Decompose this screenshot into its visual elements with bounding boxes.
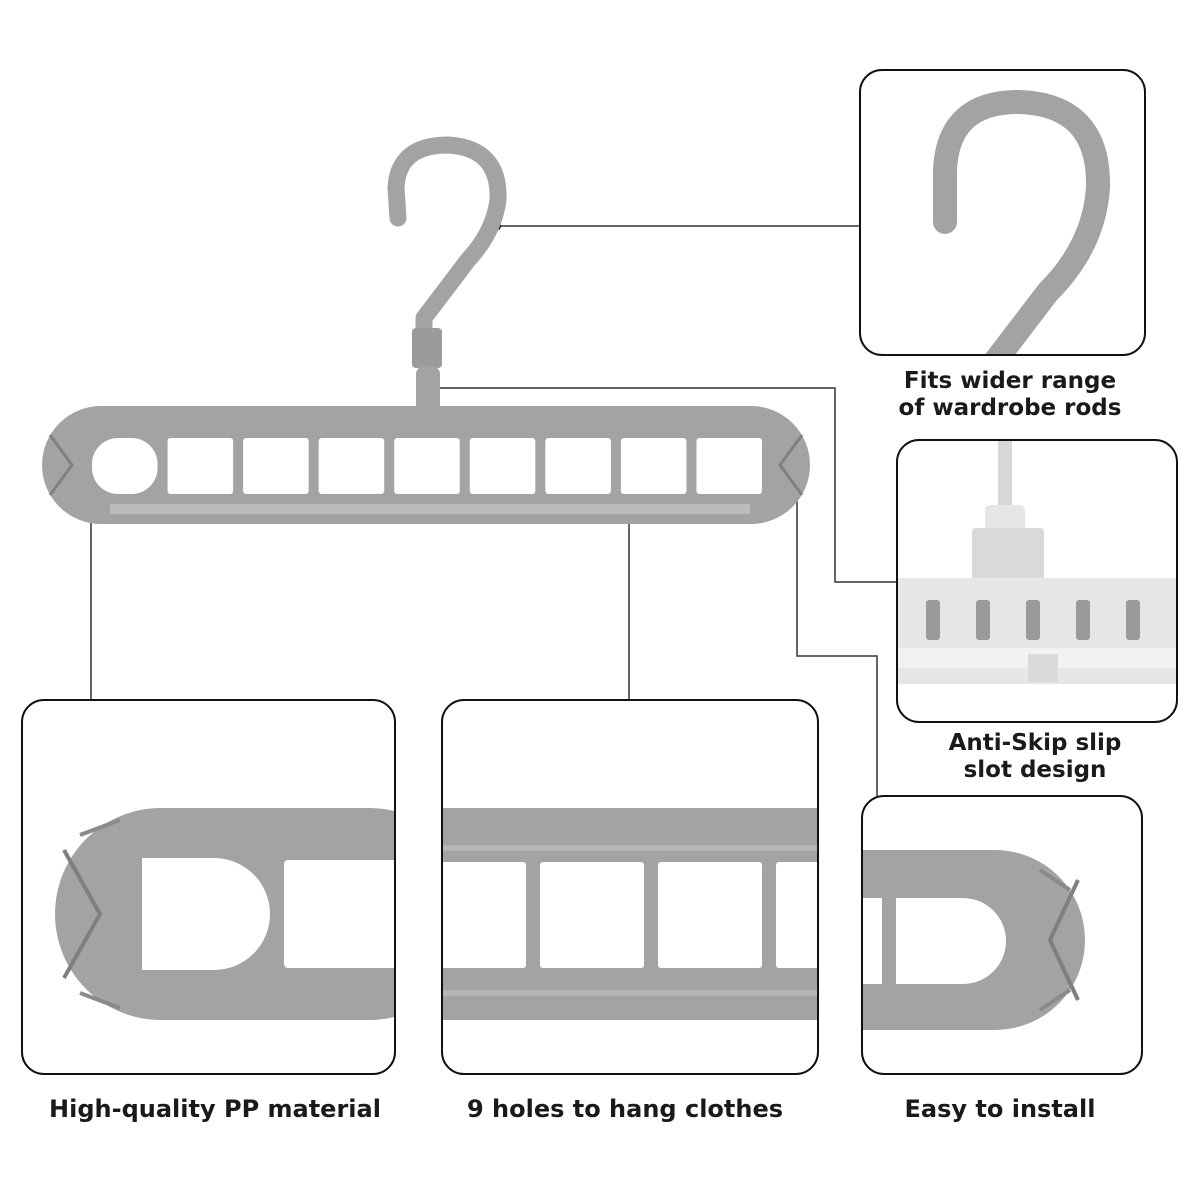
slot-hole	[1076, 600, 1090, 640]
hanger-swivel	[412, 328, 442, 368]
hanger-hole	[394, 438, 460, 494]
hanger-hole	[620, 438, 687, 494]
caption-holes: 9 holes to hang clothes	[466, 1095, 784, 1123]
hanger-hole-row	[92, 438, 762, 494]
caption-slot: Anti-Skip slip slot design	[890, 730, 1180, 784]
hanger-hook	[387, 136, 507, 347]
caption-install: Easy to install	[904, 1095, 1096, 1123]
hanger-hole	[469, 438, 536, 494]
slot-hole	[1176, 600, 1177, 640]
hanger-hole	[318, 438, 385, 494]
caption-slot-line1: Anti-Skip slip	[948, 730, 1122, 756]
caption-hook: Fits wider range of wardrobe rods	[860, 368, 1160, 422]
slot-hole	[1026, 600, 1040, 640]
panel-hook	[859, 69, 1146, 356]
connector-slot	[432, 387, 897, 583]
slot-hole	[1126, 600, 1140, 640]
caption-material: High-quality PP material	[49, 1095, 381, 1123]
hanger-hole	[545, 438, 611, 494]
panel-material	[21, 699, 396, 1075]
caption-hook-line1: Fits wider range	[903, 368, 1117, 394]
hook-closeup	[933, 90, 1111, 355]
hanger-hole	[167, 438, 234, 494]
hanger-rail	[110, 504, 750, 514]
slot-hole-row	[926, 600, 1177, 640]
slot-hole	[976, 600, 990, 640]
panel-slot	[896, 439, 1178, 723]
panel-install	[861, 795, 1143, 1075]
hanger-hole	[92, 438, 158, 494]
hanger-hole	[696, 438, 762, 494]
hanger-slot-left	[48, 434, 74, 496]
connector-install	[796, 488, 878, 796]
panel-holes	[441, 699, 819, 1075]
hanger-slot-right	[778, 434, 804, 496]
main-hanger	[42, 136, 810, 524]
caption-hook-line2: of wardrobe rods	[898, 395, 1122, 421]
caption-slot-line2: slot design	[963, 757, 1107, 783]
hanger-hole	[243, 438, 309, 494]
slot-hole	[926, 600, 940, 640]
